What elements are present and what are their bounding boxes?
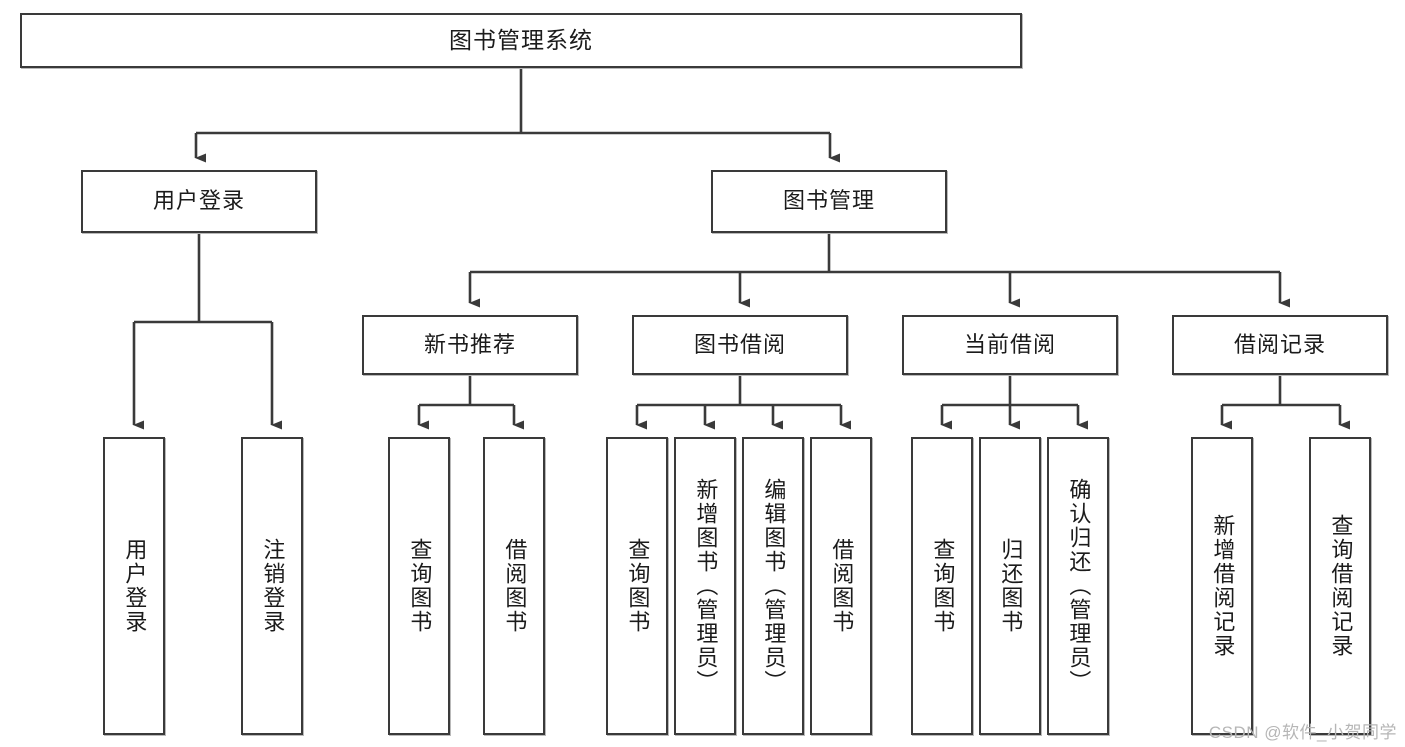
leaf-label: 编辑图书（管理员） [761, 478, 787, 694]
node-root-label: 图书管理系统 [449, 26, 593, 53]
leaf-label: 新增图书（管理员） [693, 478, 719, 694]
leaf-new-book-borrow[interactable]: 借阅图书 [483, 437, 545, 735]
leaf-book-borrow-edit[interactable]: 编辑图书（管理员） [742, 437, 804, 735]
node-new-book-recommend[interactable]: 新书推荐 [362, 315, 578, 375]
node-current-borrow-label: 当前借阅 [963, 331, 1056, 357]
node-book-borrow[interactable]: 图书借阅 [632, 315, 848, 375]
leaf-label: 查询图书 [930, 538, 956, 634]
leaf-label: 借阅图书 [502, 538, 528, 634]
leaf-label: 注销登录 [260, 538, 286, 634]
leaf-borrow-record-query[interactable]: 查询借阅记录 [1309, 437, 1371, 735]
node-book-management-label: 图书管理 [782, 188, 875, 214]
leaf-borrow-record-add[interactable]: 新增借阅记录 [1191, 437, 1253, 735]
leaf-label: 查询图书 [625, 538, 651, 634]
leaf-book-borrow-add[interactable]: 新增图书（管理员） [674, 437, 736, 735]
leaf-label: 查询借阅记录 [1328, 514, 1354, 658]
node-book-management[interactable]: 图书管理 [711, 170, 947, 233]
leaf-label: 查询图书 [407, 538, 433, 634]
leaf-label: 借阅图书 [829, 538, 855, 634]
node-book-borrow-label: 图书借阅 [693, 331, 786, 357]
leaf-label: 新增借阅记录 [1210, 514, 1236, 658]
leaf-new-book-query[interactable]: 查询图书 [388, 437, 450, 735]
node-borrow-record[interactable]: 借阅记录 [1172, 315, 1388, 375]
leaf-current-borrow-return[interactable]: 归还图书 [979, 437, 1041, 735]
leaf-current-borrow-confirm-return[interactable]: 确认归还（管理员） [1047, 437, 1109, 735]
leaf-label: 确认归还（管理员） [1066, 478, 1092, 694]
leaf-book-borrow-borrow[interactable]: 借阅图书 [810, 437, 872, 735]
leaf-user-login-logout[interactable]: 注销登录 [241, 437, 303, 735]
leaf-book-borrow-query[interactable]: 查询图书 [606, 437, 668, 735]
leaf-label: 归还图书 [998, 538, 1024, 634]
node-root-book-management-system[interactable]: 图书管理系统 [20, 13, 1022, 68]
node-user-login[interactable]: 用户登录 [81, 170, 317, 233]
node-current-borrow[interactable]: 当前借阅 [902, 315, 1118, 375]
node-borrow-record-label: 借阅记录 [1233, 331, 1326, 357]
leaf-current-borrow-query[interactable]: 查询图书 [911, 437, 973, 735]
leaf-user-login-login[interactable]: 用户登录 [103, 437, 165, 735]
node-new-book-recommend-label: 新书推荐 [423, 331, 516, 357]
leaf-label: 用户登录 [122, 538, 148, 634]
node-user-login-label: 用户登录 [152, 188, 245, 214]
